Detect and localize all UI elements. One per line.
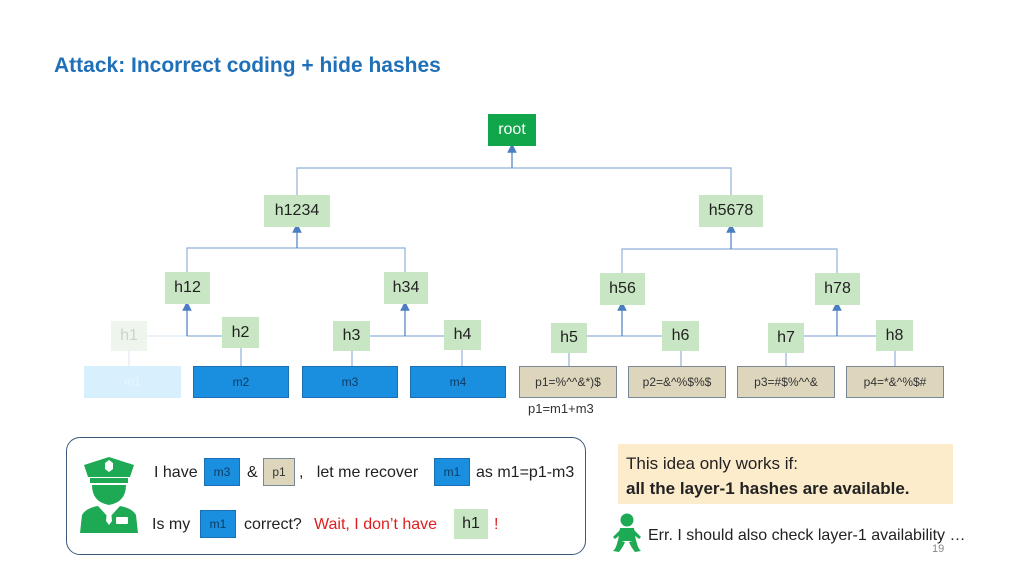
dialog-is-my: Is my — [152, 516, 191, 533]
node-h78: h78 — [815, 273, 860, 305]
block-m3: m3 — [302, 366, 398, 398]
police-officer-icon — [80, 457, 138, 533]
node-h2: h2 — [222, 317, 259, 348]
dialog-exclamation: ! — [494, 516, 499, 533]
callout-line1: This idea only works if: — [626, 454, 798, 473]
node-h1-hidden: h1 — [111, 321, 147, 351]
node-h8: h8 — [876, 320, 913, 351]
node-h3: h3 — [333, 321, 370, 351]
slide-number: 19 — [932, 543, 945, 555]
node-h56: h56 — [600, 273, 645, 305]
block-m1-hidden: m1 — [84, 366, 181, 398]
p1-note: p1=m1+m3 — [528, 401, 594, 416]
dialog-chip-m1: m1 — [434, 458, 470, 486]
block-p1: p1=%^^&*)$ — [519, 366, 617, 398]
dialog-correct: correct? — [244, 516, 302, 533]
dialog-wait-alert: Wait, I don’t have — [314, 516, 438, 533]
node-h5: h5 — [551, 323, 587, 353]
slide-title: Attack: Incorrect coding + hide hashes — [54, 54, 441, 77]
node-h5678: h5678 — [699, 195, 763, 227]
block-p3: p3=#$%^^& — [737, 366, 835, 398]
node-h34: h34 — [384, 272, 428, 304]
dialog-chip-m1-second: m1 — [200, 510, 236, 538]
block-p4: p4=*&^%$# — [846, 366, 944, 398]
dialog-chip-m3: m3 — [204, 458, 240, 486]
node-h7: h7 — [768, 323, 804, 353]
block-m2: m2 — [193, 366, 289, 398]
dialog-ampersand: & — [247, 464, 258, 481]
node-h4: h4 — [444, 320, 481, 350]
node-h1234: h1234 — [264, 195, 330, 227]
block-p2: p2=&^%$%$ — [628, 366, 726, 398]
root-node: root — [488, 114, 536, 146]
dialog-let-me-recover: , let me recover — [299, 464, 419, 481]
node-h6: h6 — [662, 321, 699, 351]
baby-icon — [613, 513, 641, 552]
dialog-panel — [66, 437, 586, 555]
dialog-chip-h1: h1 — [454, 509, 488, 539]
dialog-formula: as m1=p1-m3 — [476, 464, 575, 481]
baby-thought: Err. I should also check layer-1 availab… — [648, 527, 966, 544]
dialog-i-have: I have — [154, 464, 198, 481]
condition-callout: This idea only works if: all the layer-1… — [618, 444, 953, 504]
block-m4: m4 — [410, 366, 506, 398]
callout-line2: all the layer-1 hashes are available. — [626, 479, 910, 498]
dialog-chip-p1: p1 — [263, 458, 295, 486]
node-h12: h12 — [165, 272, 210, 304]
